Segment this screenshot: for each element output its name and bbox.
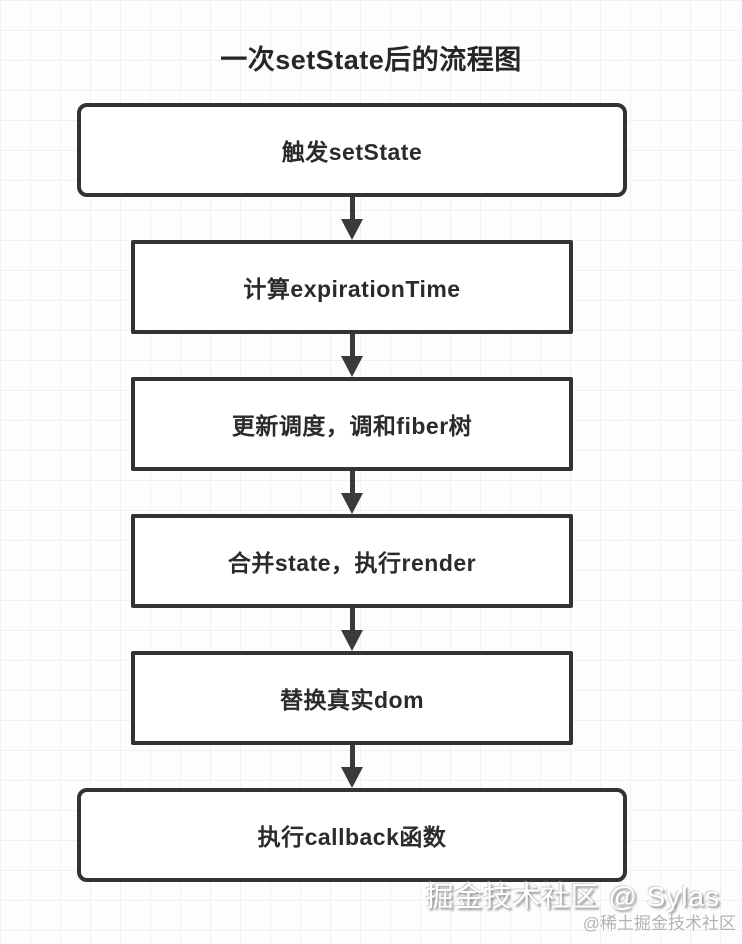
flow-node-label: 计算expirationTime (243, 276, 461, 302)
flow-node-label: 更新调度，调和fiber树 (231, 413, 473, 439)
flowchart: 触发setState 计算expirationTime 更新调度，调和fiber… (77, 103, 627, 882)
flow-node-trigger-setstate: 触发setState (77, 103, 627, 197)
flow-node-schedule-reconcile: 更新调度，调和fiber树 (131, 377, 573, 471)
flow-arrow-down (341, 197, 363, 240)
flow-node-replace-real-dom: 替换真实dom (131, 651, 573, 745)
flow-node-calc-expiration-time: 计算expirationTime (131, 240, 573, 334)
arrow-stem (349, 608, 355, 630)
flow-node-merge-state-render: 合并state，执行render (131, 514, 573, 608)
flow-arrow-down (341, 471, 363, 514)
flow-arrow-down (341, 745, 363, 788)
flow-node-label: 替换真实dom (279, 687, 425, 713)
arrow-head-icon (341, 767, 363, 788)
watermark-secondary: @稀土掘金技术社区 (582, 913, 736, 933)
arrow-stem (349, 197, 355, 219)
watermark-primary: 掘金技术社区 @ Sylas (425, 881, 720, 912)
flow-node-label: 合并state，执行render (227, 550, 477, 576)
watermark: 掘金技术社区 @ Sylas @稀土掘金技术社区 (425, 881, 736, 933)
arrow-head-icon (341, 356, 363, 377)
flow-arrow-down (341, 608, 363, 651)
arrow-stem (349, 745, 355, 767)
flow-node-label: 执行callback函数 (257, 824, 447, 850)
arrow-head-icon (341, 493, 363, 514)
flow-node-run-callback: 执行callback函数 (77, 788, 627, 882)
flow-node-label: 触发setState (281, 139, 423, 165)
page-title: 一次setState后的流程图 (220, 45, 522, 75)
arrow-stem (349, 334, 355, 356)
arrow-stem (349, 471, 355, 493)
arrow-head-icon (341, 630, 363, 651)
arrow-head-icon (341, 219, 363, 240)
flow-arrow-down (341, 334, 363, 377)
